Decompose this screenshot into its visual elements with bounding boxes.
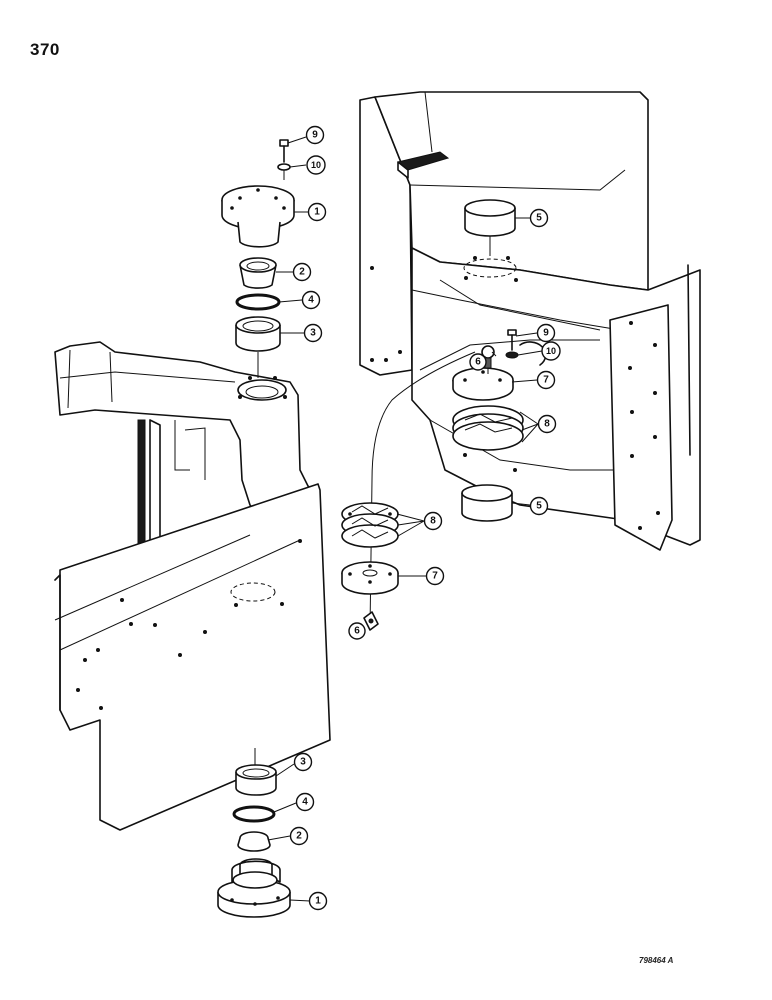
svg-text:8: 8: [430, 516, 436, 527]
callout-8-right: 8: [537, 414, 557, 434]
left-lower-stack: [217, 748, 291, 918]
svg-text:4: 4: [302, 797, 308, 808]
callout-5-top-right: 5: [529, 208, 549, 228]
svg-text:4: 4: [308, 295, 314, 306]
svg-text:10: 10: [311, 160, 321, 170]
svg-text:10: 10: [546, 346, 556, 356]
page-number: 370: [30, 40, 60, 59]
callout-3-bottom-left: 3: [293, 752, 313, 772]
svg-text:2: 2: [299, 267, 305, 278]
callout-4-bottom-left: 4: [295, 792, 315, 812]
callout-1-top-left: 1: [307, 202, 327, 222]
svg-text:6: 6: [475, 357, 481, 368]
callout-4-top-left: 4: [301, 290, 321, 310]
right-frame: [359, 91, 701, 551]
callout-2-bottom-left: 2: [289, 826, 309, 846]
callout-leaders: [267, 136, 543, 902]
callout-6-right: 6: [469, 353, 487, 371]
right-upper-parts: [369, 199, 547, 631]
svg-text:7: 7: [432, 571, 438, 582]
callout-5-lower-right: 5: [529, 496, 549, 516]
svg-text:7: 7: [543, 375, 549, 386]
svg-text:5: 5: [536, 501, 542, 512]
svg-text:3: 3: [300, 757, 306, 768]
svg-text:3: 3: [310, 328, 316, 339]
callout-3-top-left: 3: [303, 323, 323, 343]
svg-text:9: 9: [312, 130, 318, 141]
callout-9-top-left: 9: [305, 125, 325, 145]
callout-7-lower: 7: [425, 566, 445, 586]
callout-6-lower: 6: [348, 622, 366, 640]
callout-10-top-left: 10: [306, 155, 326, 175]
callout-2-top-left: 2: [292, 262, 312, 282]
svg-text:8: 8: [544, 419, 550, 430]
svg-text:2: 2: [296, 831, 302, 842]
left-upper-stack: [221, 139, 295, 378]
svg-text:6: 6: [354, 626, 360, 637]
callout-10-right: 10: [541, 341, 561, 361]
right-lower-parts: [341, 484, 513, 631]
svg-text:1: 1: [315, 896, 321, 907]
callout-9-right: 9: [536, 323, 556, 343]
callout-1-bottom-left: 1: [308, 891, 328, 911]
callout-7-right: 7: [536, 370, 556, 390]
svg-text:5: 5: [536, 213, 542, 224]
svg-text:9: 9: [543, 328, 549, 339]
left-frame: [54, 341, 331, 831]
callout-8-lower: 8: [423, 511, 443, 531]
svg-text:1: 1: [314, 207, 320, 218]
figure-code: 798464 A: [639, 956, 674, 965]
